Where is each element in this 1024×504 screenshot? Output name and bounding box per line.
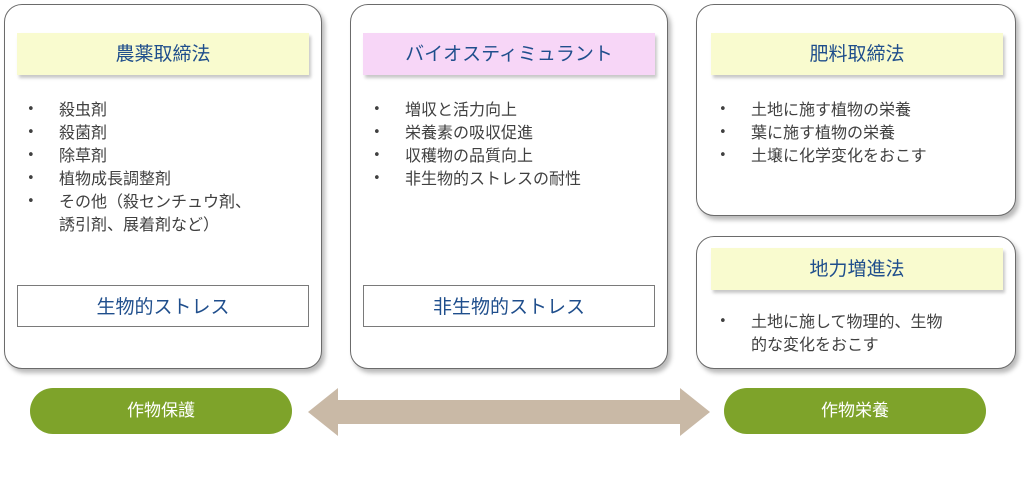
pesticide-law-card: 農薬取締法 殺虫剤 殺菌剤 除草剤 植物成長調整剤 その他（殺センチュウ剤、 誘… [4,4,322,369]
list-item: 収穫物の品質向上 [365,144,661,167]
list-item: 除草剤 [19,144,315,167]
soil-fertility-law-title: 地力増進法 [711,248,1003,290]
list-item-continuation: 的な変化をおこす [751,335,879,354]
list-item: 殺菌剤 [19,121,315,144]
abiotic-stress-box: 非生物的ストレス [363,285,655,327]
double-arrow-icon [308,388,710,436]
list-item: 土壌に化学変化をおこす [711,144,1011,167]
list-item-continuation: 誘引剤、展着剤など） [59,215,220,234]
fertilizer-items-list: 土地に施す植物の栄養 葉に施す植物の栄養 土壌に化学変化をおこす [711,98,1011,167]
list-item: 土地に施して物理的、生物 [711,310,1011,333]
list-item: 殺虫剤 [19,98,315,121]
list-item: 葉に施す植物の栄養 [711,121,1011,144]
list-item: 土地に施す植物の栄養 [711,98,1011,121]
soil-fertility-items-list: 土地に施して物理的、生物 的な変化をおこす [711,310,1011,356]
fertilizer-law-title: 肥料取締法 [711,33,1003,75]
crop-nutrition-pill: 作物栄養 [724,388,986,434]
biostimulant-title: バイオスティミュラント [363,33,655,75]
biotic-stress-box: 生物的ストレス [17,285,309,327]
soil-fertility-law-card: 地力増進法 土地に施して物理的、生物 的な変化をおこす [696,236,1016,369]
list-item: その他（殺センチュウ剤、 [19,190,315,213]
pesticide-items-list: 殺虫剤 殺菌剤 除草剤 植物成長調整剤 その他（殺センチュウ剤、 誘引剤、展着剤… [19,98,315,236]
list-item: 非生物的ストレスの耐性 [365,167,661,190]
pesticide-law-title: 農薬取締法 [17,33,309,75]
list-item: 増収と活力向上 [365,98,661,121]
fertilizer-law-card: 肥料取締法 土地に施す植物の栄養 葉に施す植物の栄養 土壌に化学変化をおこす [696,4,1016,216]
biostimulant-items-list: 増収と活力向上 栄養素の吸収促進 収穫物の品質向上 非生物的ストレスの耐性 [365,98,661,190]
list-item: 植物成長調整剤 [19,167,315,190]
biostimulant-card: バイオスティミュラント 増収と活力向上 栄養素の吸収促進 収穫物の品質向上 非生… [350,4,668,369]
list-item: 栄養素の吸収促進 [365,121,661,144]
crop-protection-pill: 作物保護 [30,388,292,434]
